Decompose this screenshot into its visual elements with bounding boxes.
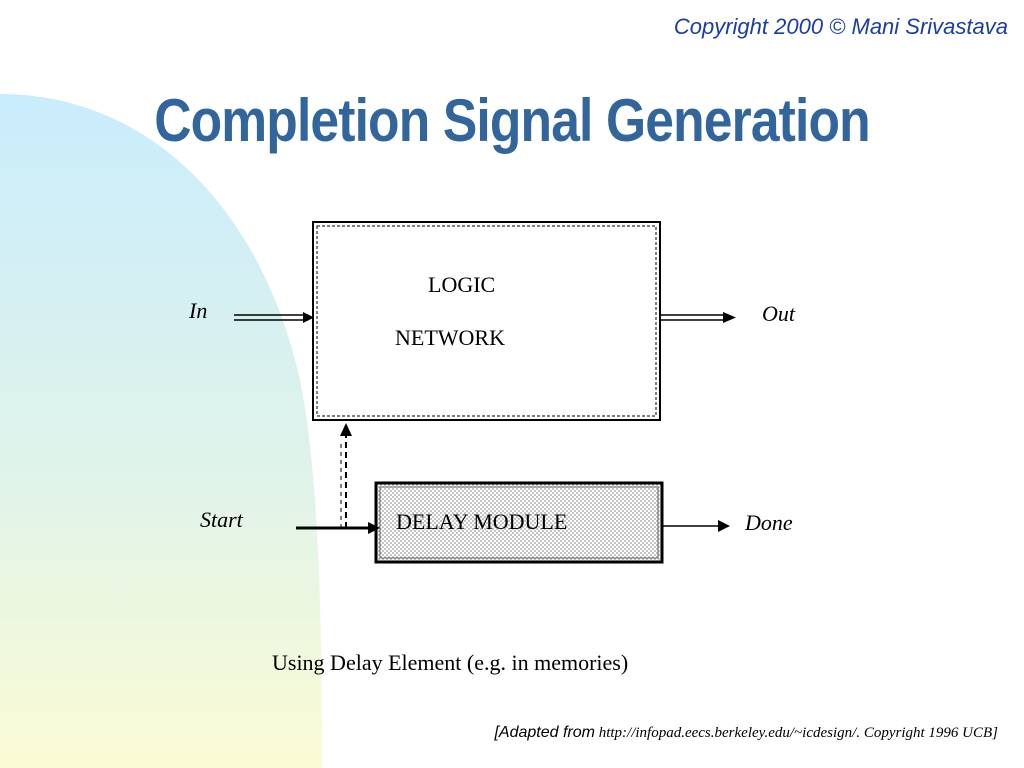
in-label: In [189, 298, 208, 323]
delay-module-label: DELAY MODULE [396, 509, 568, 534]
out-arrow [660, 312, 736, 323]
start-arrow [296, 522, 380, 534]
start-feedback-dashed-arrow [340, 423, 352, 528]
start-label: Start [200, 507, 243, 532]
logic-network-label-line2: NETWORK [395, 325, 505, 350]
logic-network-label-line1: LOGIC [428, 272, 496, 297]
source-credit: [Adapted from http://infopad.eecs.berkel… [494, 724, 998, 742]
done-label: Done [745, 510, 793, 535]
source-credit-suffix: http://infopad.eecs.berkeley.edu/~icdesi… [594, 725, 998, 741]
out-label: Out [762, 301, 795, 326]
diagram-caption: Using Delay Element (e.g. in memories) [272, 650, 629, 675]
copyright-notice: Copyright 2000 © Mani Srivastava [673, 14, 1008, 39]
done-arrow [662, 520, 730, 532]
slide-title: Completion Signal Generation [154, 87, 870, 154]
delay-module-box [374, 481, 664, 564]
logic-network-box [312, 221, 661, 421]
source-credit-prefix: [Adapted from [494, 724, 595, 741]
in-arrow [234, 312, 314, 323]
background-shape [0, 94, 322, 768]
